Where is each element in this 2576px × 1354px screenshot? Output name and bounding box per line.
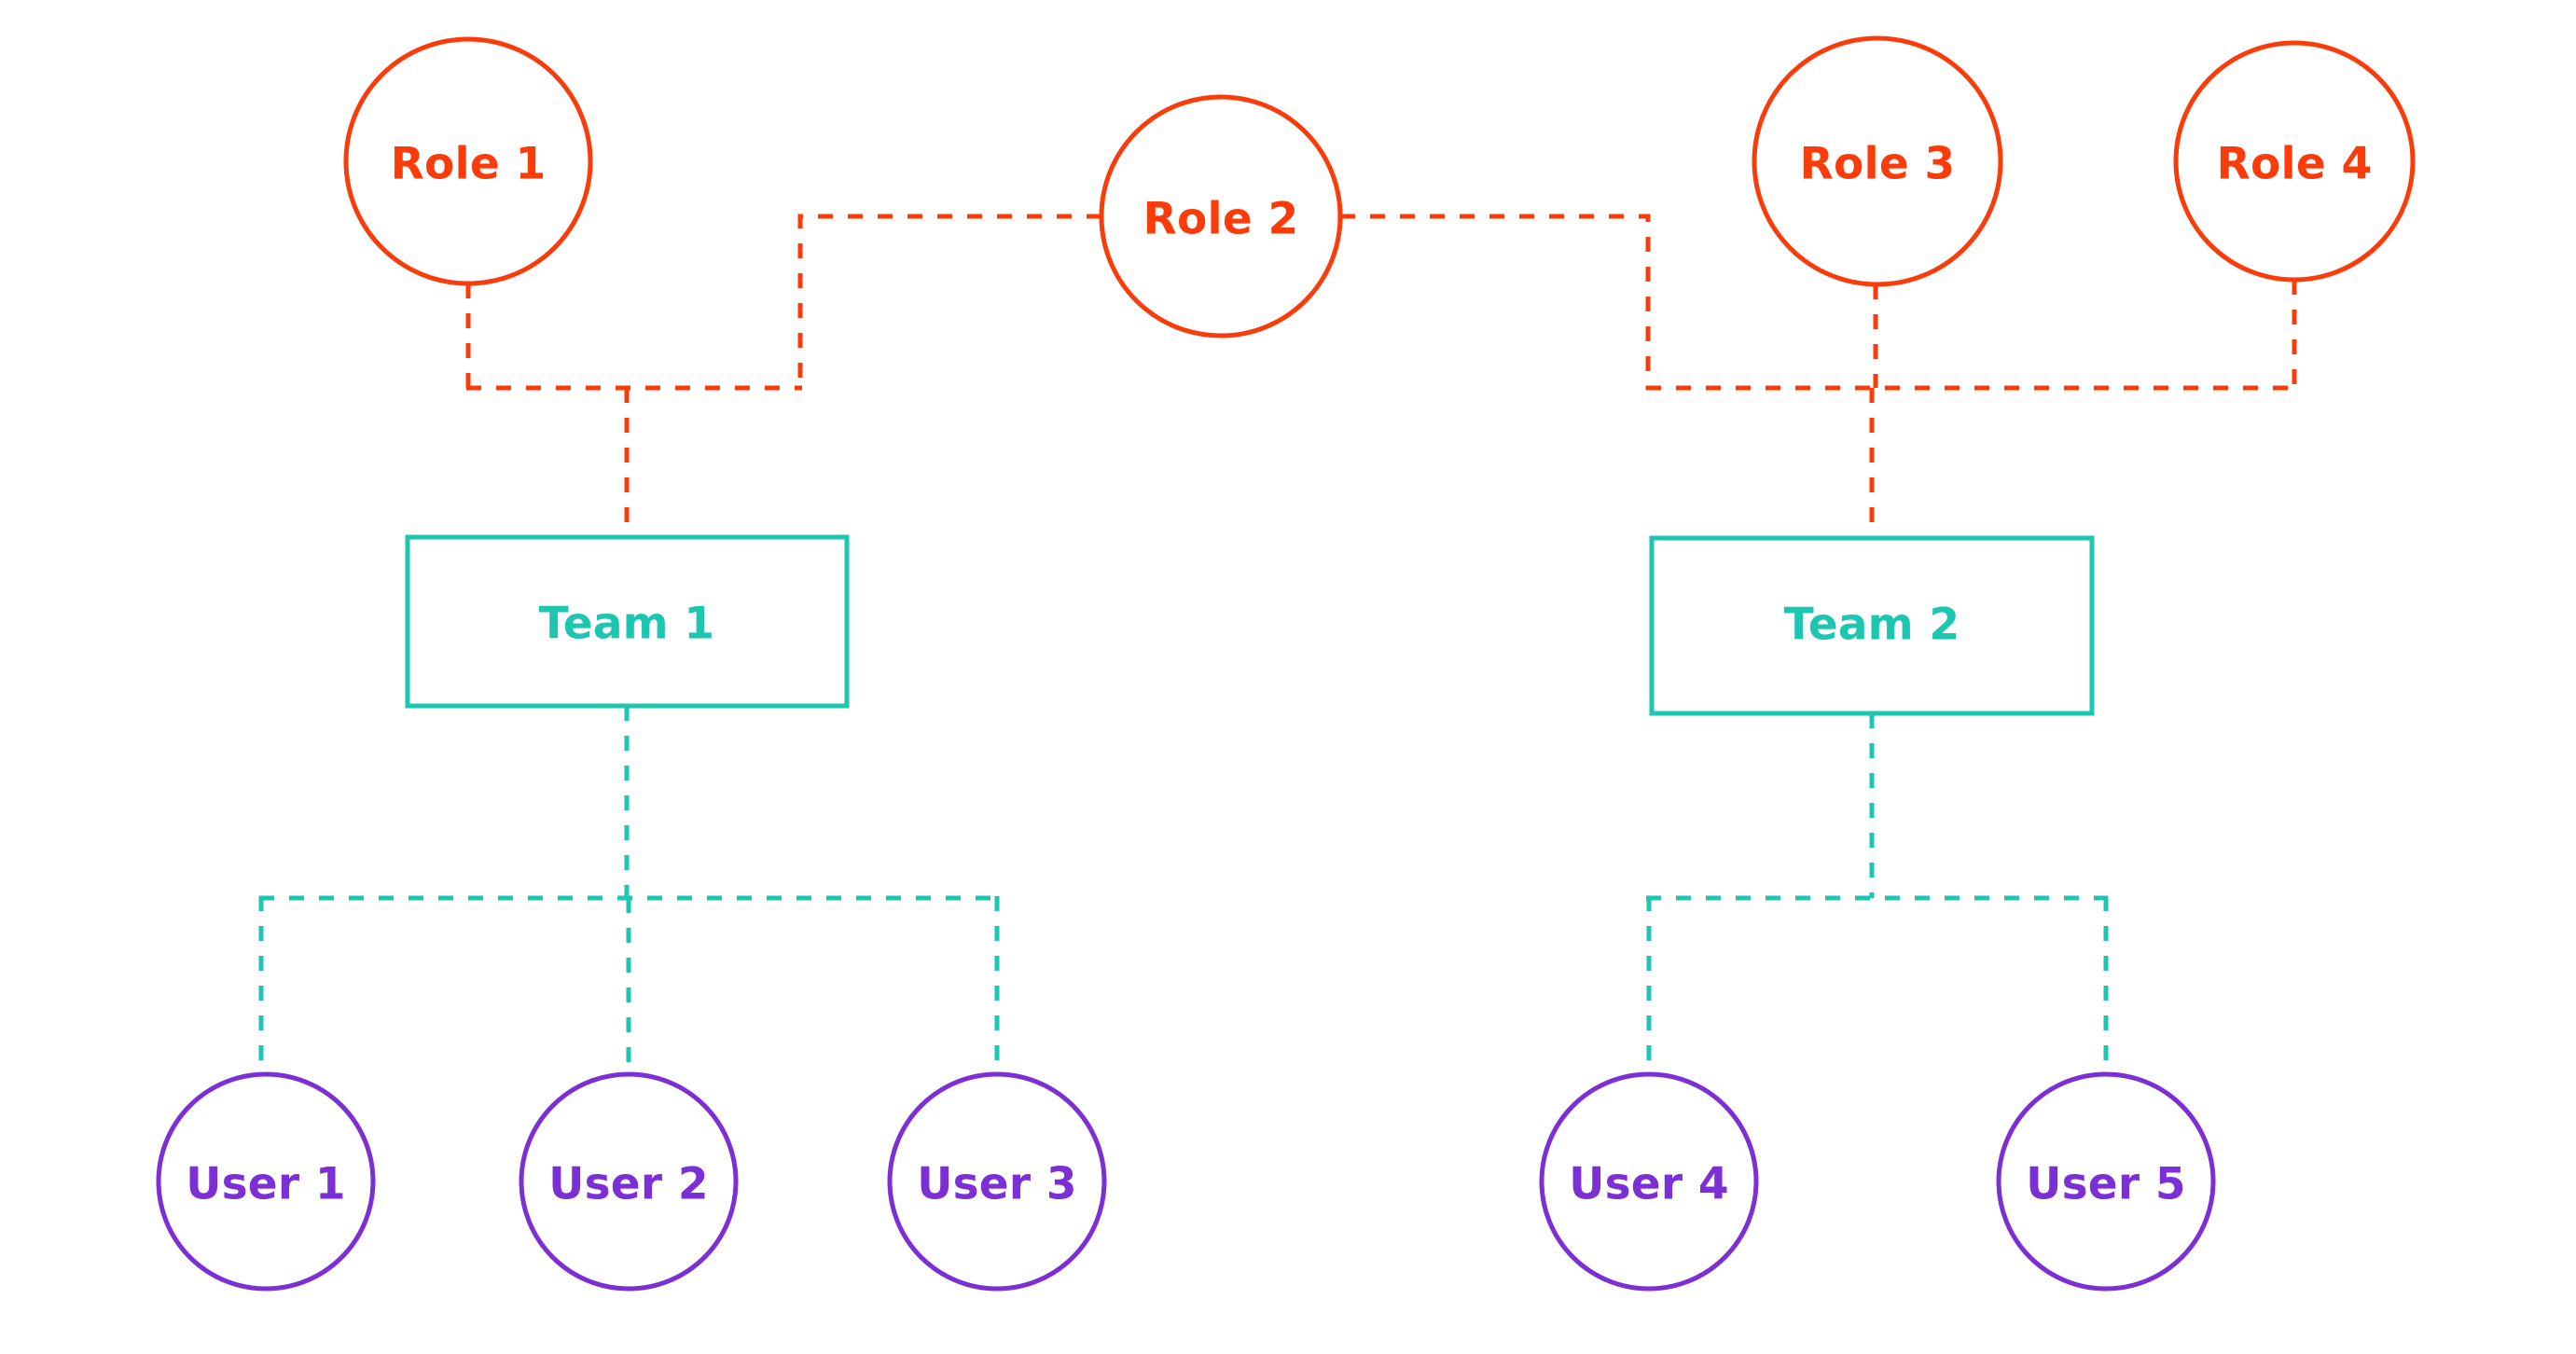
edge-role2-team2	[1340, 214, 1651, 390]
role-2-label: Role 2	[1143, 194, 1299, 245]
user-5-circle[interactable]	[1996, 1071, 2216, 1292]
role-1-label: Role 1	[391, 139, 547, 190]
team-nodes-layer: Team 1 Team 2	[405, 534, 2095, 716]
node-role-1[interactable]: Role 1	[343, 36, 593, 286]
role-4-label: Role 4	[2217, 139, 2373, 190]
role-3-circle[interactable]	[1752, 35, 2003, 287]
team-user-connector-group	[258, 706, 2109, 1074]
node-user-1[interactable]: User 1	[156, 1071, 376, 1292]
team-2-box[interactable]	[1649, 535, 2095, 716]
user-2-circle[interactable]	[519, 1071, 739, 1292]
node-user-3[interactable]: User 3	[887, 1071, 1107, 1292]
node-team-2[interactable]: Team 2	[1649, 535, 2095, 716]
role-4-circle[interactable]	[2173, 40, 2416, 283]
edge-role2-team1	[797, 214, 1101, 390]
user-nodes-layer: User 1 User 2 User 3 User 4 User 5	[156, 1071, 2216, 1292]
role-2-circle[interactable]	[1099, 94, 1343, 338]
node-role-2[interactable]: Role 2	[1099, 94, 1343, 338]
user-3-label: User 3	[917, 1159, 1076, 1210]
node-user-2[interactable]: User 2	[519, 1071, 739, 1292]
user-2-label: User 2	[548, 1159, 708, 1210]
role-3-label: Role 3	[1800, 139, 1956, 190]
user-1-circle[interactable]	[156, 1071, 376, 1292]
user-4-circle[interactable]	[1539, 1071, 1759, 1292]
team-2-label: Team 2	[1784, 600, 1960, 651]
role-nodes-layer: Role 1 Role 2 Role 3 Role 4	[343, 35, 2416, 338]
team-1-label: Team 1	[539, 599, 715, 650]
node-role-3[interactable]: Role 3	[1752, 35, 2003, 287]
node-user-5[interactable]: User 5	[1996, 1071, 2216, 1292]
node-user-4[interactable]: User 4	[1539, 1071, 1759, 1292]
user-3-circle[interactable]	[887, 1071, 1107, 1292]
user-1-label: User 1	[186, 1159, 345, 1210]
node-team-1[interactable]: Team 1	[405, 534, 850, 709]
team-1-box[interactable]	[405, 534, 850, 709]
node-role-4[interactable]: Role 4	[2173, 40, 2416, 283]
user-4-label: User 4	[1569, 1159, 1728, 1210]
role-team-connector-group	[465, 214, 2297, 538]
user-5-label: User 5	[2026, 1159, 2185, 1210]
role-1-circle[interactable]	[343, 36, 593, 286]
